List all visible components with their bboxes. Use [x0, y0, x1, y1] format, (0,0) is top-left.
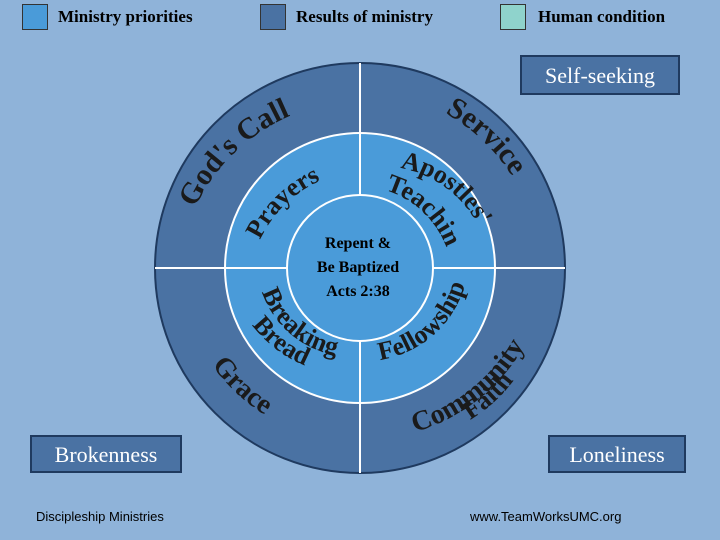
- legend-label-ministry-priorities: Ministry priorities: [58, 7, 193, 26]
- legend: Ministry priorities Results of ministry …: [0, 4, 720, 32]
- legend-label-results-of-ministry: Results of ministry: [296, 7, 433, 26]
- center-line-1: Repent &: [325, 235, 391, 252]
- condition-loneliness: Loneliness: [548, 435, 686, 473]
- legend-swatch-results-of-ministry: [260, 4, 286, 30]
- legend-swatch-ministry-priorities: [22, 4, 48, 30]
- legend-swatch-human-condition: [500, 4, 526, 30]
- legend-label-human-condition: Human condition: [538, 7, 666, 26]
- condition-self-seeking: Self-seeking: [520, 55, 680, 95]
- footer-right: www.TeamWorksUMC.org: [470, 509, 622, 524]
- center-line-3: Acts 2:38: [326, 283, 390, 300]
- footer-left: Discipleship Ministries: [36, 509, 164, 524]
- condition-brokenness: Brokenness: [30, 435, 182, 473]
- center-line-2: Be Baptized: [317, 259, 399, 276]
